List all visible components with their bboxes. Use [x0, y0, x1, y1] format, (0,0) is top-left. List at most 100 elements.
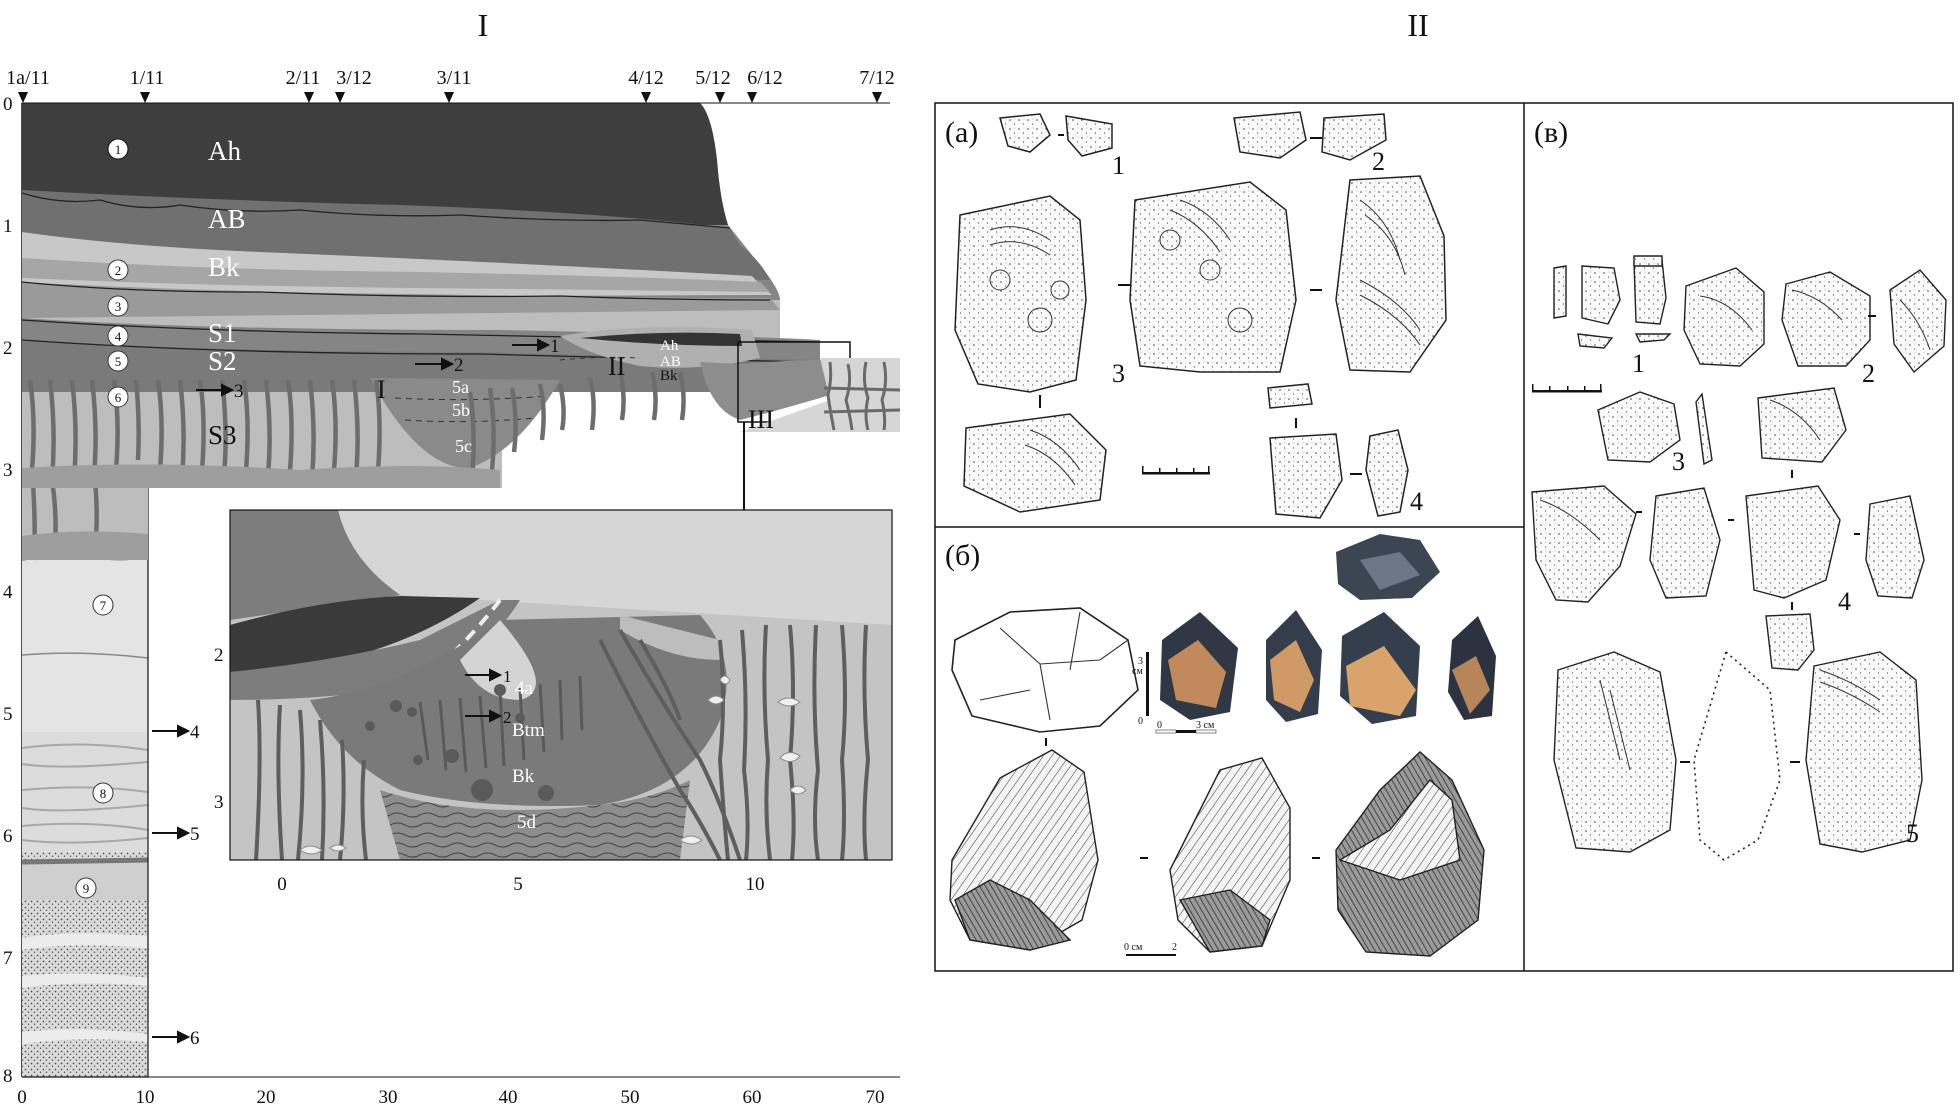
arrow-label: 2	[454, 355, 464, 376]
depth-tick: 7	[3, 948, 13, 969]
marker-label: 1a/11	[6, 67, 50, 89]
horizon-label-s2: S2	[208, 346, 237, 376]
artifact-4	[1267, 383, 1313, 409]
svg-text:6: 6	[115, 390, 122, 405]
inset-tongues	[254, 624, 871, 861]
part-title-right: II	[1407, 7, 1428, 43]
marker-label: 4/12	[628, 67, 664, 89]
x-tick: 30	[379, 1087, 398, 1108]
inset-x-tick: 0	[277, 874, 287, 895]
x-tick: 10	[136, 1087, 155, 1108]
svg-text:1: 1	[115, 142, 122, 157]
svg-text:3: 3	[115, 299, 122, 314]
inset-label-4a: 4a	[515, 678, 534, 699]
inset-axis: 2 3 0 5 10	[214, 645, 765, 895]
horizon-label-s3: S3	[208, 420, 237, 450]
scale-text: см	[1132, 666, 1143, 677]
drawing-scale: 0 см 2	[1124, 942, 1177, 956]
layer-circle: 2	[107, 259, 129, 281]
inset-x-tick: 5	[513, 874, 523, 895]
outline-section	[1693, 650, 1781, 861]
inset-concretions	[365, 684, 554, 801]
panel-b-label: (б)	[945, 539, 980, 572]
artifact-number: 2	[1862, 359, 1875, 388]
pit-label: II	[608, 352, 625, 381]
inset-label-bk: Bk	[512, 766, 535, 787]
pit-sublayer: 5a	[452, 377, 469, 397]
panel-v-scars	[1539, 289, 1931, 771]
outline-artifact	[951, 607, 1139, 733]
layer-8	[22, 732, 148, 852]
panel-b: (б)	[945, 534, 1496, 957]
pit-label: III	[748, 405, 774, 434]
connector-dashes	[1039, 134, 1362, 475]
artifact-number: 3	[1672, 447, 1685, 476]
panel-a: (a)	[945, 111, 1447, 519]
panel-a-artifacts	[954, 111, 1447, 519]
part-title-left: I	[478, 7, 489, 43]
s3-bands	[22, 464, 500, 560]
pit-II-horizon: Bk	[660, 368, 678, 384]
inset-x-tick: 10	[746, 874, 765, 895]
upper-profile	[21, 102, 901, 561]
arrow-label: 5	[190, 824, 200, 845]
svg-text:7: 7	[100, 598, 107, 613]
artifact-number: 3	[1112, 359, 1125, 388]
inset-label-5d: 5d	[517, 812, 537, 833]
panel-a-label: (a)	[945, 116, 978, 149]
layer-circles: 1 2 3 4 5 6 7	[75, 138, 129, 899]
depth-tick: 0	[3, 94, 13, 115]
soil-profile: 1a/11 1/11 2/11 3/12 3/11 4/12 5/12 6/12…	[3, 67, 901, 1108]
pit-III	[700, 360, 830, 420]
x-tick: 50	[621, 1087, 640, 1108]
marker-label: 3/11	[437, 67, 472, 89]
profile-arrows	[152, 338, 551, 1044]
depth-tick: 5	[3, 704, 13, 725]
inset-arrow-labels: 1 2	[503, 667, 512, 727]
svg-text:5: 5	[115, 354, 122, 369]
panel-a-numbers: 1 2 3 4	[1112, 147, 1423, 516]
profile-x-axis: 0 10 20 30 40 50 60 70	[17, 1076, 900, 1108]
inset-arrows	[465, 668, 503, 723]
top-markers: 1a/11 1/11 2/11 3/12 3/11 4/12 5/12 6/12…	[6, 67, 895, 103]
horizon-label-ah: Ah	[208, 136, 241, 166]
svg-text:9: 9	[83, 881, 90, 896]
scale-text: 2	[1172, 942, 1177, 953]
artifact-number: 4	[1838, 587, 1851, 616]
inset-layer-5d	[380, 780, 690, 860]
layer-circle: 3	[107, 295, 129, 317]
marker-label: 2/11	[286, 67, 321, 89]
pit-labels: I II III	[377, 352, 774, 434]
svg-text:2: 2	[115, 263, 122, 278]
artifact-number: 4	[1410, 487, 1423, 516]
pit-label: I	[377, 375, 386, 404]
arrow-label: 4	[190, 722, 200, 743]
marker-triangles	[18, 92, 882, 103]
artifact-number: 2	[1372, 147, 1385, 176]
inset-labels: 4a Btm Bk 5d	[512, 678, 545, 833]
scale-text: 0	[1138, 716, 1143, 727]
scale-text: 0	[1157, 720, 1162, 731]
x-tick: 60	[743, 1087, 762, 1108]
marker-label: 3/12	[336, 67, 372, 89]
layer-circle: 4	[107, 325, 129, 347]
svg-text:8: 8	[100, 786, 107, 801]
panel-v: (в)	[1531, 116, 1947, 861]
layer-circle: 1	[107, 138, 129, 160]
inset-pale-lenses	[299, 675, 807, 855]
photo-artifacts	[1160, 610, 1496, 724]
x-tick: 0	[17, 1087, 27, 1108]
drawn-tools	[949, 749, 1485, 957]
pit-sublayer-labels: 5a 5b 5c	[452, 377, 472, 456]
inset-y-tick: 2	[214, 645, 224, 666]
layer-circle: 7	[92, 594, 114, 616]
inset-dark-band	[230, 596, 480, 672]
horizon-label-s1: S1	[208, 318, 237, 348]
layer-circle: 5	[107, 350, 129, 372]
x-tick: 70	[866, 1087, 885, 1108]
scale-bar-v	[1532, 384, 1602, 393]
artifact-1	[999, 113, 1051, 153]
pit-sublayer: 5c	[455, 436, 472, 456]
depth-tick: 1	[3, 216, 13, 237]
